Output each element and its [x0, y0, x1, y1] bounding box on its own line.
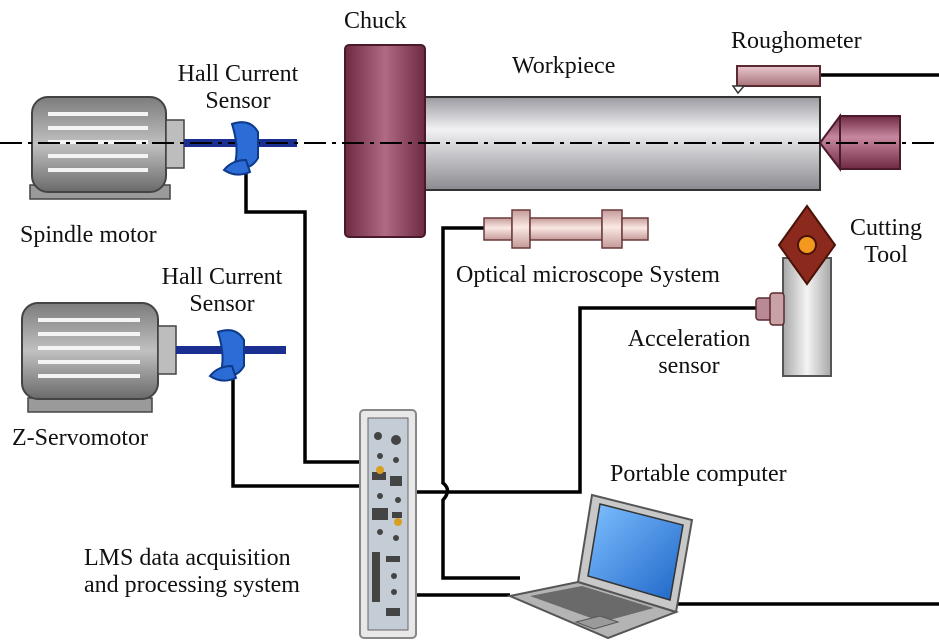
cutting-tool-label-line2: Tool [864, 242, 908, 268]
lms-label-line1: LMS data acquisition [84, 545, 291, 571]
hall-sensor-2-label-line1: Hall Current [161, 264, 283, 290]
signal-wires [231, 73, 939, 606]
wire-accel-to-daq [412, 306, 760, 494]
hall-sensor-1-label-line2: Sensor [205, 88, 271, 114]
acceleration-sensor [755, 292, 785, 326]
chuck [344, 44, 426, 238]
z-servomotor-label: Z-Servomotor [12, 425, 148, 451]
hall-sensor-2-label: Hall Current Sensor [152, 264, 292, 318]
spindle-motor-label: Spindle motor [20, 222, 157, 248]
laptop [506, 493, 694, 640]
spindle-motor [29, 96, 185, 200]
hall-sensor-1 [222, 121, 259, 176]
optical-microscope [483, 209, 649, 249]
hall-sensor-1-label: Hall Current Sensor [168, 61, 308, 115]
roughometer-label: Roughometer [731, 28, 862, 54]
hall-sensor-2 [208, 329, 245, 382]
z-servomotor [21, 302, 177, 413]
portable-computer-label: Portable computer [610, 461, 787, 487]
cutting-tool-label-line1: Cutting [849, 215, 922, 241]
optical-microscope-label: Optical microscope System [456, 262, 720, 288]
lms-label: LMS data acquisition and processing syst… [84, 545, 300, 599]
chuck-label: Chuck [344, 8, 407, 34]
wire-hall2-to-daq [231, 372, 370, 488]
lms-daq-unit [359, 409, 417, 639]
lms-label-line2: and processing system [84, 572, 300, 598]
hall-sensor-1-label-line1: Hall Current [177, 61, 299, 87]
workpiece-label: Workpiece [512, 53, 616, 79]
cutting-tool-label: Cutting Tool [836, 215, 936, 269]
acceleration-sensor-label: Acceleration sensor [604, 326, 774, 380]
wire-hall1-to-daq [244, 160, 370, 464]
acceleration-sensor-label-line1: Acceleration [627, 326, 751, 352]
roughometer [731, 65, 821, 95]
cutting-tool [777, 204, 837, 377]
acceleration-sensor-label-line2: sensor [658, 353, 720, 379]
hall-sensor-2-label-line2: Sensor [189, 291, 255, 317]
